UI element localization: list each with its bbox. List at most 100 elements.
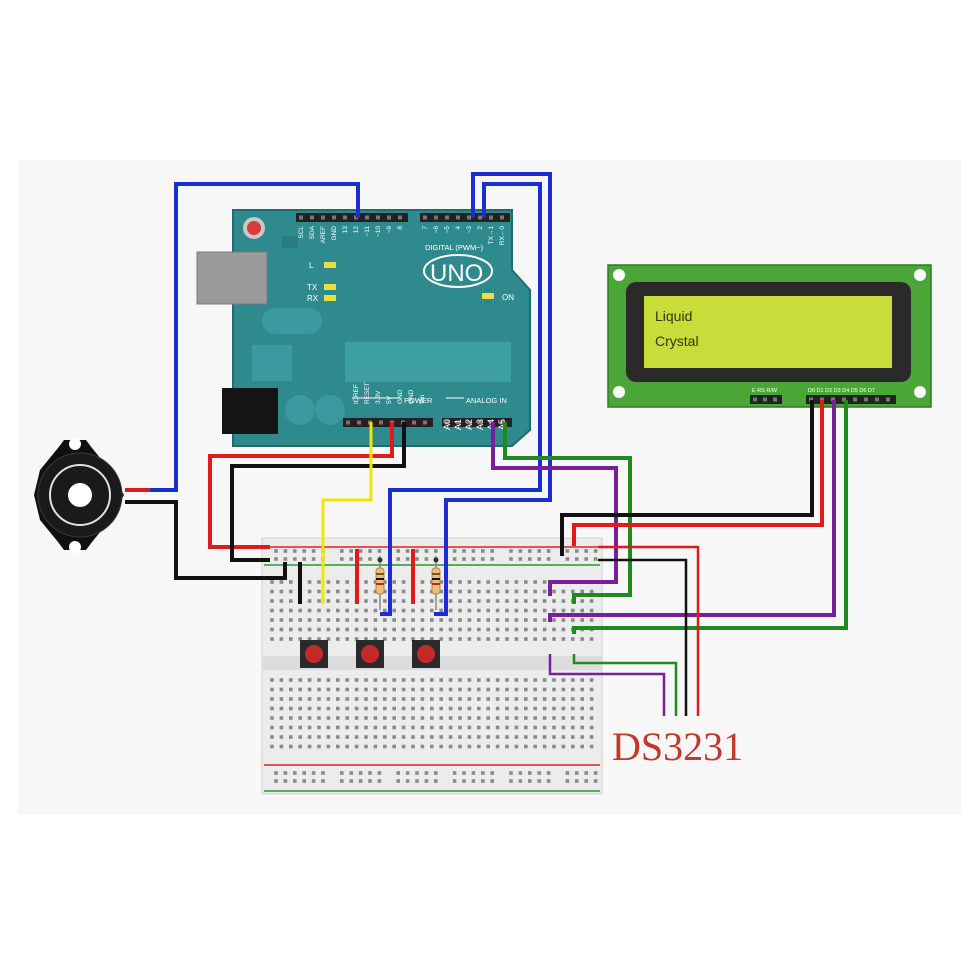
breadboard-hole (467, 716, 472, 720)
breadboard-hole (458, 725, 462, 730)
header-pin (343, 215, 347, 220)
breadboard-hole (495, 589, 500, 594)
breadboard-hole (270, 687, 274, 692)
breadboard-hole (533, 697, 537, 701)
breadboard-hole (279, 608, 284, 613)
breadboard-hole (411, 627, 415, 632)
breadboard-rail-hole (349, 771, 353, 775)
breadboard-hole (345, 618, 349, 622)
breadboard-hole (411, 716, 415, 720)
breadboard-hole (392, 687, 396, 692)
breadboard-hole (589, 589, 594, 594)
breadboard-hole (542, 637, 547, 641)
breadboard-hole (514, 589, 519, 594)
breadboard-hole (317, 735, 321, 739)
wire-lcd-d1-to-5v (572, 400, 824, 546)
breadboard-rail-hole (518, 771, 523, 775)
breadboard-hole (524, 627, 528, 632)
breadboard-rail-hole (509, 779, 513, 783)
breadboard-rail-hole (471, 771, 476, 775)
breadboard-rail-hole (368, 549, 372, 553)
breadboard-hole (354, 725, 359, 730)
led-on-label: ON (502, 293, 514, 302)
breadboard-hole (448, 637, 453, 641)
breadboard-hole (383, 716, 387, 720)
breadboard-hole (326, 735, 331, 739)
push-button-3-cap (417, 645, 435, 663)
breadboard-rail-hole (546, 771, 551, 775)
breadboard-hole (524, 687, 528, 692)
breadboard-hole (392, 735, 396, 739)
breadboard-hole (401, 589, 406, 594)
breadboard-hole (524, 706, 528, 711)
breadboard-hole (317, 589, 321, 594)
breadboard-hole (307, 599, 312, 603)
breadboard-hole (552, 706, 556, 711)
breadboard-hole (533, 678, 537, 682)
header-pin (478, 215, 482, 220)
breadboard-hole (580, 706, 584, 711)
breadboard-rail-hole (528, 779, 532, 783)
wire-ds3231-gnd (598, 558, 688, 716)
breadboard-rail-hole (584, 557, 588, 561)
breadboard-hole (307, 725, 312, 730)
breadboard-hole (589, 716, 594, 720)
breadboard-hole (420, 627, 425, 632)
wire-ds3231-vcc (598, 545, 700, 716)
breadboard-hole (514, 580, 519, 584)
header-pin (467, 215, 471, 220)
breadboard-hole (307, 678, 312, 682)
breadboard-rail-hole (368, 779, 372, 783)
breadboard-hole (589, 697, 594, 701)
breadboard-hole (354, 637, 359, 641)
header-pin (332, 215, 336, 220)
breadboard-rail-hole (415, 557, 419, 561)
breadboard-hole (420, 744, 425, 749)
analog-pin-label: A5 (497, 419, 507, 430)
breadboard-hole (354, 697, 359, 701)
analog-pin-label: A3 (475, 419, 485, 430)
breadboard-rail-hole (575, 779, 579, 783)
breadboard-hole (458, 687, 462, 692)
breadboard-hole (514, 627, 519, 632)
breadboard-hole (505, 608, 509, 613)
breadboard-rail-hole (321, 771, 325, 775)
breadboard-hole (580, 637, 584, 641)
breadboard-hole (477, 627, 481, 632)
resistor-2-pin-top (433, 557, 439, 563)
breadboard-hole (354, 678, 359, 682)
breadboard-hole (542, 706, 547, 711)
reset-button (247, 221, 261, 235)
lcd-pin (809, 397, 813, 402)
breadboard-hole (279, 580, 284, 584)
breadboard-hole (317, 744, 321, 749)
breadboard-rail-hole (274, 771, 278, 775)
breadboard-hole (552, 697, 556, 701)
breadboard-hole (571, 725, 575, 730)
breadboard-hole (289, 627, 293, 632)
breadboard-hole (336, 627, 340, 632)
breadboard-hole (486, 735, 490, 739)
breadboard-hole (279, 678, 284, 682)
breadboard-rail-hole (452, 549, 457, 553)
resistor-1-band-2 (376, 578, 384, 580)
breadboard-hole (448, 608, 453, 613)
breadboard-hole (279, 599, 284, 603)
lcd-header-pins (753, 397, 890, 402)
breadboard-hole (401, 716, 406, 720)
usb-port (196, 251, 268, 305)
breadboard-hole (458, 744, 462, 749)
header-pin (398, 215, 402, 220)
breadboard-hole (270, 580, 274, 584)
breadboard-hole (505, 735, 509, 739)
breadboard-rail-hole (358, 549, 363, 553)
lcd-pin (842, 397, 846, 402)
breadboard-hole (524, 678, 528, 682)
breadboard-hole (524, 599, 528, 603)
breadboard-rail-hole (293, 779, 297, 783)
breadboard-rail-hole (509, 557, 513, 561)
breadboard-hole (298, 706, 302, 711)
breadboard-hole (373, 716, 378, 720)
